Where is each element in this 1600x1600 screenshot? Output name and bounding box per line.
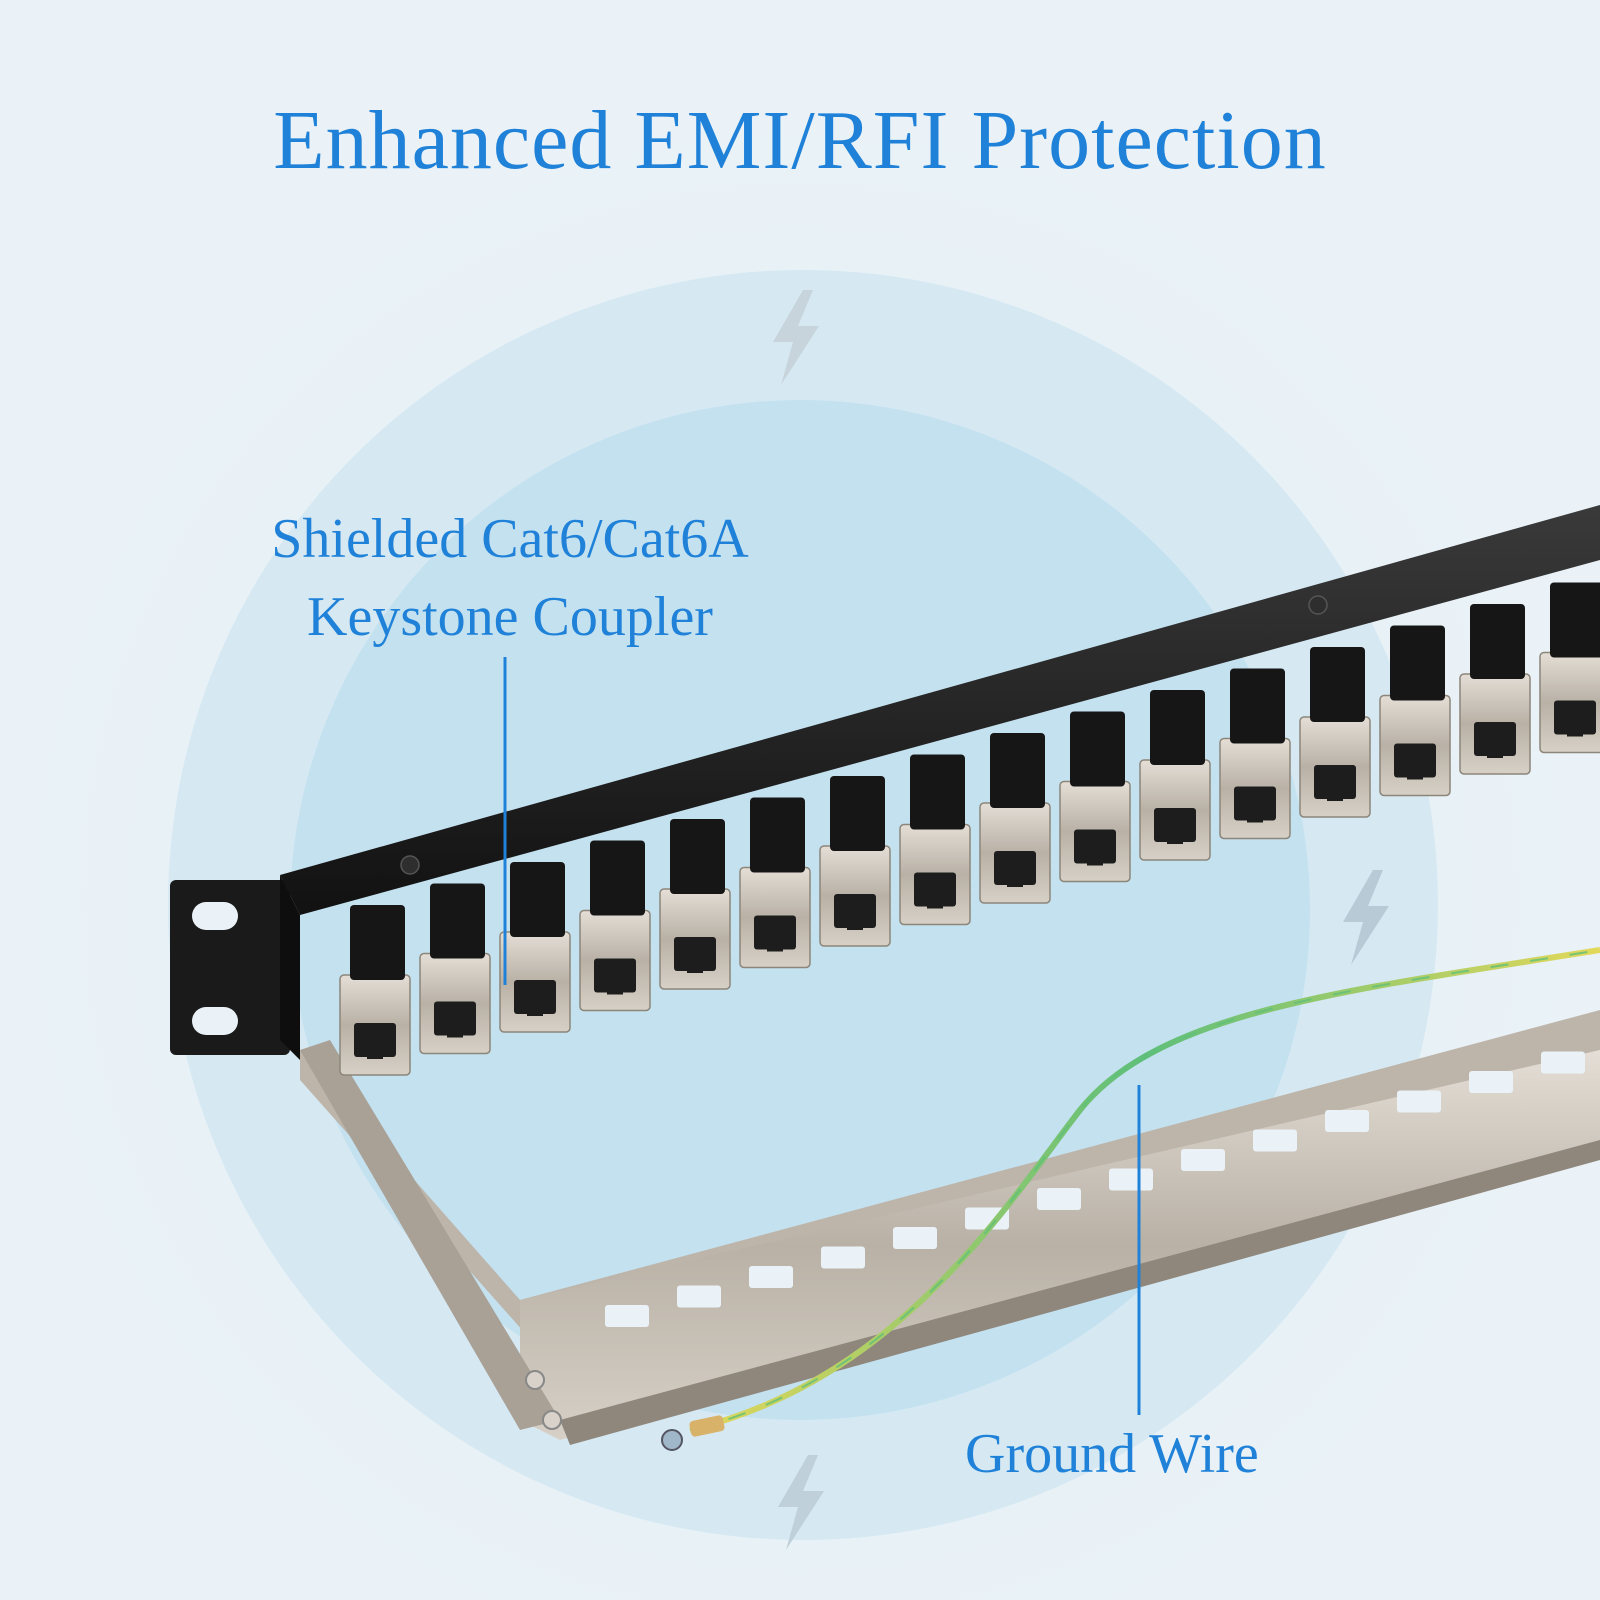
keystone-coupler [1059,711,1131,883]
cable-tie-slot [1109,1168,1153,1191]
cable-tie-slot [1541,1051,1585,1074]
page-title: Enhanced EMI/RFI Protection [273,94,1327,187]
lightning-bolt-icon [773,290,819,385]
keystone-coupler [1299,647,1371,818]
keystone-coupler [1219,668,1291,840]
keystone-coupler [739,797,811,969]
keystone-coupler [1459,604,1531,775]
keystone-coupler-label-line1: Shielded Cat6/Cat6A [271,508,749,570]
cable-tie-slot [821,1246,865,1269]
keystone-coupler-label-line2: Keystone Coupler [307,586,713,648]
cable-tie-slot [893,1227,937,1249]
lightning-bolt-icon [778,1455,824,1550]
keystone-coupler [899,754,971,926]
keystone-coupler [659,819,731,990]
cable-tie-slot [677,1285,721,1308]
keystone-coupler [419,883,491,1055]
keystone-coupler [979,733,1051,904]
keystone-coupler [1379,625,1451,797]
keystone-coupler [819,776,891,947]
keystone-coupler-row [339,582,1600,1076]
cable-tie-slot [1397,1090,1441,1113]
cable-tie-slot [1325,1110,1369,1132]
keystone-coupler [1539,582,1600,754]
cable-management-bar [300,1010,1600,1451]
rack-mount-ear [170,880,290,1055]
lightning-bolt-icon [1343,870,1389,965]
keystone-coupler [339,905,411,1076]
keystone-coupler [499,862,571,1033]
cable-tie-slot [1181,1149,1225,1171]
patch-panel-front-bar [280,505,1600,1060]
cable-tie-slot [1469,1071,1513,1093]
cable-tie-slot [1037,1188,1081,1210]
cable-tie-slot [605,1305,649,1327]
keystone-coupler [579,840,651,1012]
ground-wire-label: Ground Wire [965,1423,1259,1485]
keystone-coupler [1139,690,1211,861]
cable-tie-slot [1253,1129,1297,1152]
keystone-coupler-label: Shielded Cat6/Cat6A Keystone Coupler [230,500,790,656]
cable-tie-slot [749,1266,793,1288]
